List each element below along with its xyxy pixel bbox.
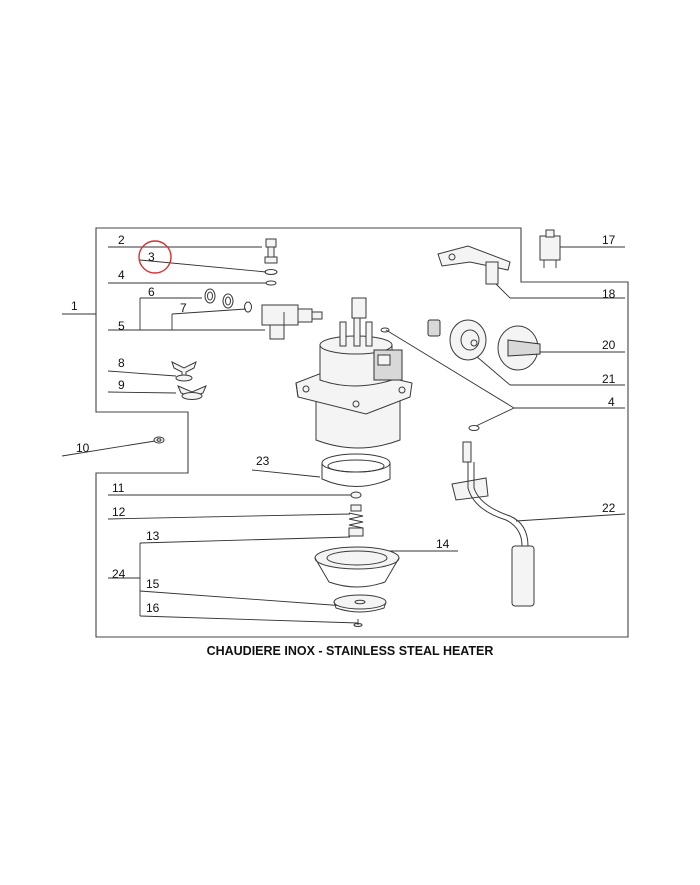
part-17-switch xyxy=(539,229,561,268)
label-4-right: 4 xyxy=(608,395,615,409)
part-10-nut xyxy=(153,436,165,444)
part-22-steam-wand xyxy=(451,441,535,607)
part-9-wing-nut xyxy=(177,385,207,400)
part-12-spring xyxy=(348,504,364,537)
part-4-washer-right xyxy=(468,425,480,431)
label-4-left: 4 xyxy=(118,268,125,282)
part-21-knob-base xyxy=(427,319,487,361)
label-7: 7 xyxy=(180,301,187,315)
part-2-valve-stem xyxy=(264,238,278,264)
leader-lines xyxy=(61,246,626,624)
part-4-washer-left xyxy=(265,280,277,286)
boiler-heater-body xyxy=(295,297,413,449)
label-12: 12 xyxy=(112,505,126,519)
label-8: 8 xyxy=(118,356,125,370)
callout-labels: 1 2 3 4 6 7 5 8 9 10 11 12 13 24 15 16 1… xyxy=(71,233,616,615)
label-11: 11 xyxy=(112,481,125,495)
label-16: 16 xyxy=(146,601,160,615)
part-20-knob xyxy=(497,325,541,371)
label-5: 5 xyxy=(118,319,125,333)
label-21: 21 xyxy=(602,372,616,386)
label-18: 18 xyxy=(602,287,616,301)
part-11-disc xyxy=(350,491,362,499)
part-8-wing-nut xyxy=(171,361,197,382)
label-17: 17 xyxy=(602,233,616,247)
label-23: 23 xyxy=(256,454,270,468)
label-10: 10 xyxy=(76,441,90,455)
part-5-elbow-fitting xyxy=(261,304,323,340)
part-14-cup xyxy=(314,546,400,588)
highlight-circle xyxy=(138,240,172,274)
part-3-ring xyxy=(264,269,278,275)
label-2: 2 xyxy=(118,233,125,247)
part-6-7-rings xyxy=(204,288,252,313)
part-15-screen xyxy=(333,594,387,613)
part-23-gasket-ring xyxy=(321,453,391,487)
label-24: 24 xyxy=(112,567,126,581)
label-9: 9 xyxy=(118,378,125,392)
label-15: 15 xyxy=(146,577,160,591)
label-6: 6 xyxy=(148,285,155,299)
label-1: 1 xyxy=(71,299,78,313)
diagram-caption: CHAUDIERE INOX - STAINLESS STEAL HEATER xyxy=(207,644,494,658)
diagram-frame xyxy=(95,227,629,638)
part-16-screw xyxy=(353,619,363,627)
label-22: 22 xyxy=(602,501,616,515)
label-13: 13 xyxy=(146,529,160,543)
label-20: 20 xyxy=(602,338,616,352)
label-3: 3 xyxy=(148,250,155,264)
part-4-washer-top xyxy=(380,327,390,333)
part-18-bracket xyxy=(437,245,511,285)
label-14: 14 xyxy=(436,537,450,551)
